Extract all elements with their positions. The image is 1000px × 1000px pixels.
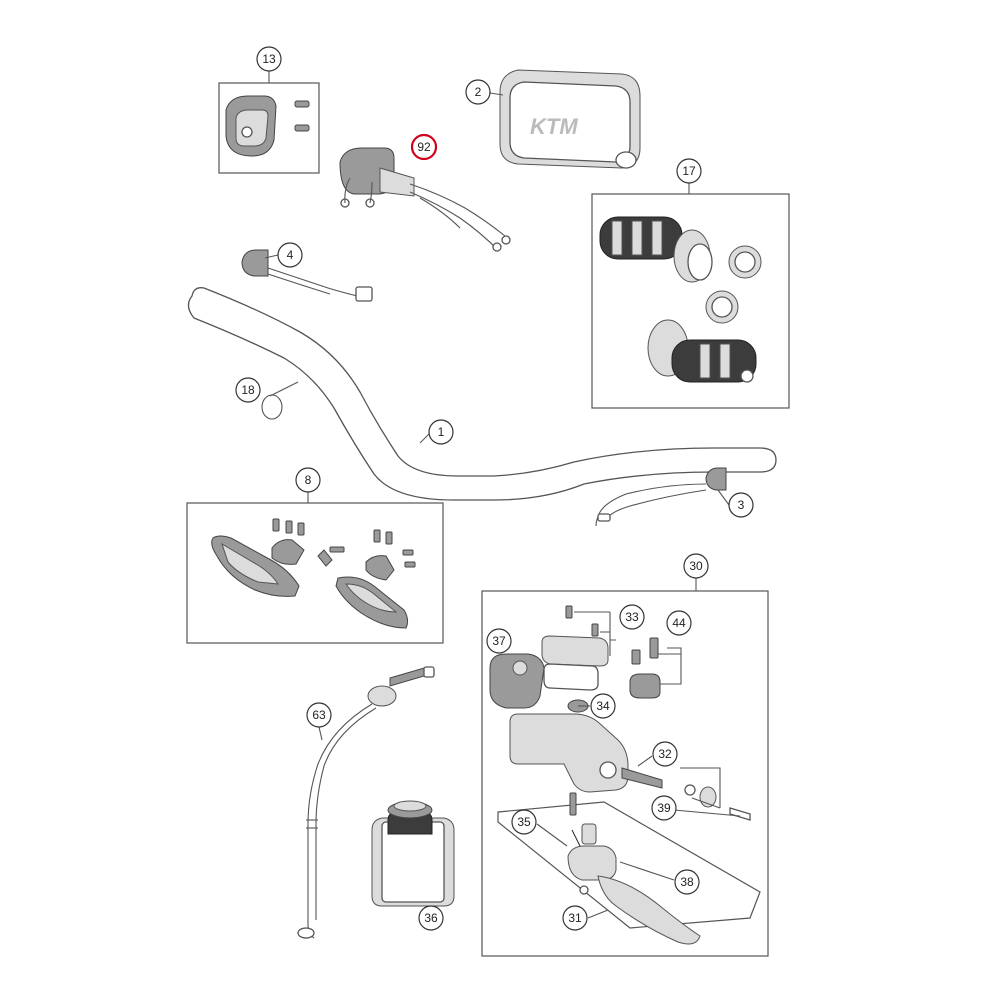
part-30-brake-master-cylinder [481,590,769,957]
svg-text:39: 39 [657,801,671,815]
part-92-throttle-assembly [339,147,511,252]
svg-text:1: 1 [438,425,445,439]
callout-32: 32 [652,741,678,767]
brand-logo-text: KTM [530,114,578,139]
svg-text:32: 32 [658,747,672,761]
callout-44: 44 [666,610,692,636]
part-3-switch [595,467,727,527]
part-8-hand-guards [186,502,444,644]
svg-text:34: 34 [596,699,610,713]
callout-1: 1 [428,419,454,445]
callout-4: 4 [277,242,303,268]
callout-37: 37 [486,628,512,654]
svg-text:38: 38 [680,875,694,889]
svg-text:18: 18 [241,383,255,397]
callout-36: 36 [418,905,444,931]
leader-lines [264,70,741,919]
svg-text:30: 30 [689,559,703,573]
svg-text:2: 2 [475,85,482,99]
svg-text:31: 31 [568,911,582,925]
svg-text:35: 35 [517,815,531,829]
svg-text:92: 92 [417,140,431,154]
svg-text:44: 44 [672,616,686,630]
callout-13: 13 [256,46,282,72]
svg-text:4: 4 [287,248,294,262]
part-1-handlebar [187,287,777,501]
svg-text:13: 13 [262,52,276,66]
callout-30: 30 [683,553,709,579]
callout-33: 33 [619,604,645,630]
part-2-handlebar-pad: KTM [499,69,641,169]
callout-31: 31 [562,905,588,931]
part-13-throttle-housing [218,82,320,174]
svg-text:37: 37 [492,634,506,648]
part-17-grips [591,193,790,409]
part-4-switch [241,249,373,302]
svg-text:63: 63 [312,708,326,722]
callout-34: 34 [590,693,616,719]
part-18-cable-tie [261,381,299,420]
callout-63: 63 [306,702,332,728]
svg-text:17: 17 [682,164,696,178]
svg-text:8: 8 [305,473,312,487]
svg-text:36: 36 [424,911,438,925]
callout-8: 8 [295,467,321,493]
callout-17: 17 [676,158,702,184]
callout-35: 35 [511,809,537,835]
callout-39: 39 [651,795,677,821]
svg-text:3: 3 [738,498,745,512]
part-36-brake-fluid [371,800,455,907]
callout-18: 18 [235,377,261,403]
callout-92: 92 [410,133,438,161]
callout-38: 38 [674,869,700,895]
svg-text:33: 33 [625,610,639,624]
part-63-brake-line [297,666,435,939]
callout-3: 3 [728,492,754,518]
callout-2: 2 [465,79,491,105]
